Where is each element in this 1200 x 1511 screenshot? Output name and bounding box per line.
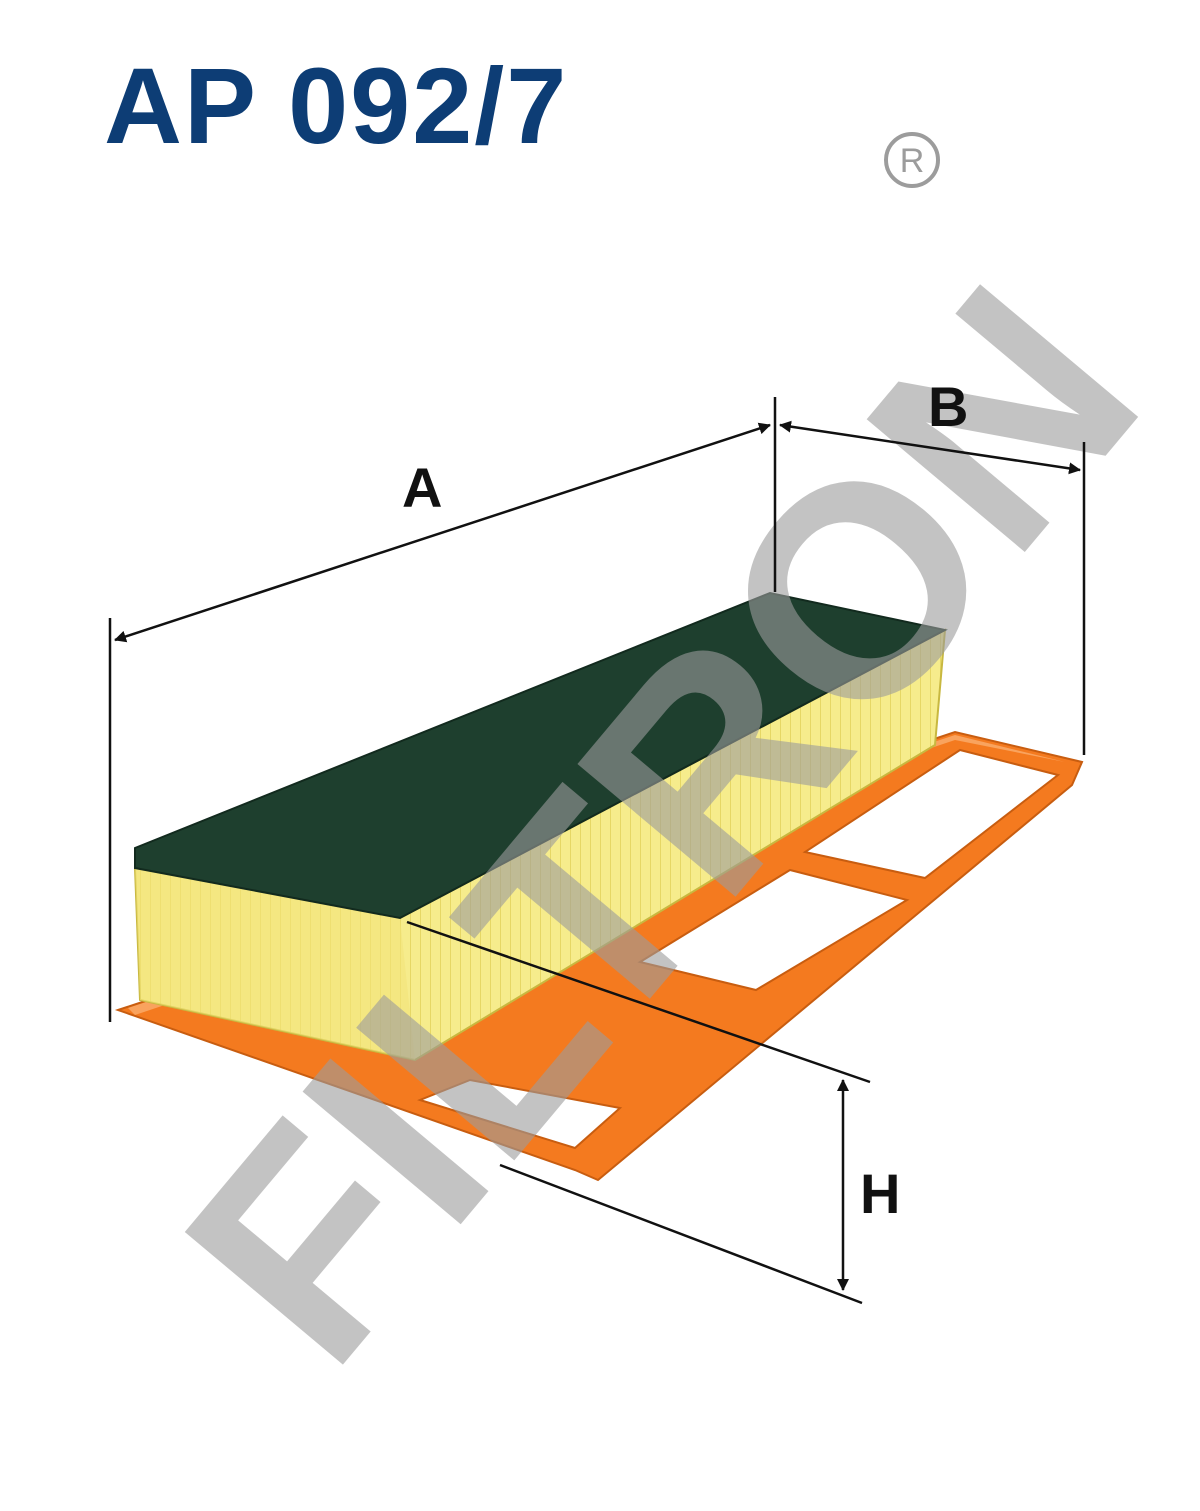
filtron-watermark: FILTRON R [122, 132, 1200, 1421]
dimension-h-label: H [860, 1162, 900, 1225]
dimension-lines [108, 397, 1086, 1305]
dimension-a-line [114, 422, 771, 643]
dimension-b-line [779, 420, 1081, 475]
dimension-a-label: A [402, 456, 442, 519]
extension-line-h-bottom [499, 1163, 863, 1305]
extension-line-h-top [406, 920, 871, 1084]
dimension-b-label: B [928, 375, 968, 438]
filter-frame [114, 730, 1084, 1182]
registered-mark-letter: R [900, 142, 925, 180]
part-number-title: AP 092/7 [104, 45, 569, 166]
registered-mark-icon [884, 132, 940, 188]
